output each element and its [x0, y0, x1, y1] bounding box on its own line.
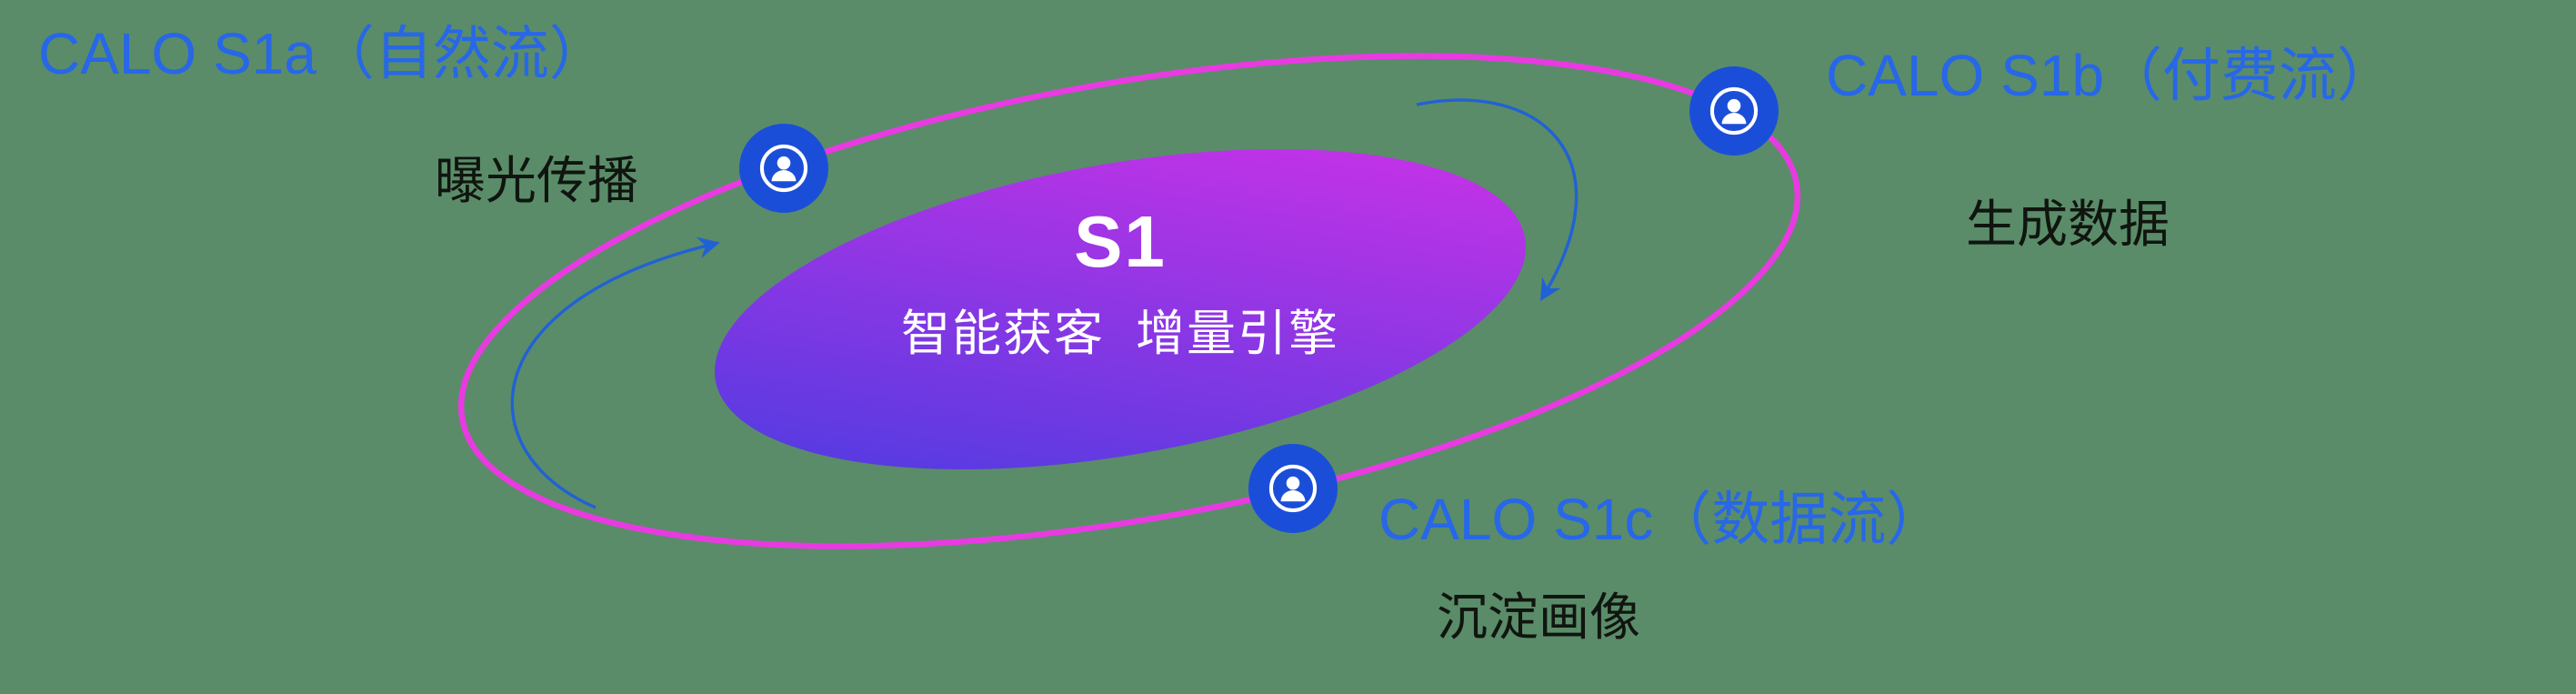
label-s1c-subtitle: 沉淀画像	[1437, 588, 1640, 646]
user-circle-icon	[1709, 86, 1759, 136]
cycle-arrow-left	[510, 236, 720, 509]
label-s1a-title: CALO S1a（自然流）	[38, 21, 607, 86]
node-s1b	[1689, 66, 1779, 156]
orbit-ring	[457, 53, 1801, 549]
user-circle-icon	[759, 144, 808, 193]
label-s1c-title: CALO S1c（数据流）	[1378, 487, 1945, 552]
core-title: S1	[1074, 201, 1167, 282]
core-label-group: S1 智能获客 增量引擎	[901, 204, 1339, 365]
user-circle-icon	[1268, 464, 1318, 513]
core-gradient-ellipse	[715, 148, 1526, 470]
label-s1b-subtitle: 生成数据	[1966, 196, 2170, 253]
label-s1a-subtitle: 曝光传播	[435, 152, 638, 209]
label-s1b-title: CALO S1b（付费流）	[1826, 43, 2395, 108]
node-s1a	[739, 124, 828, 213]
core-subtitle: 智能获客 增量引擎	[900, 307, 1340, 361]
node-s1c	[1248, 444, 1338, 533]
cycle-arrow-right	[1416, 98, 1579, 302]
